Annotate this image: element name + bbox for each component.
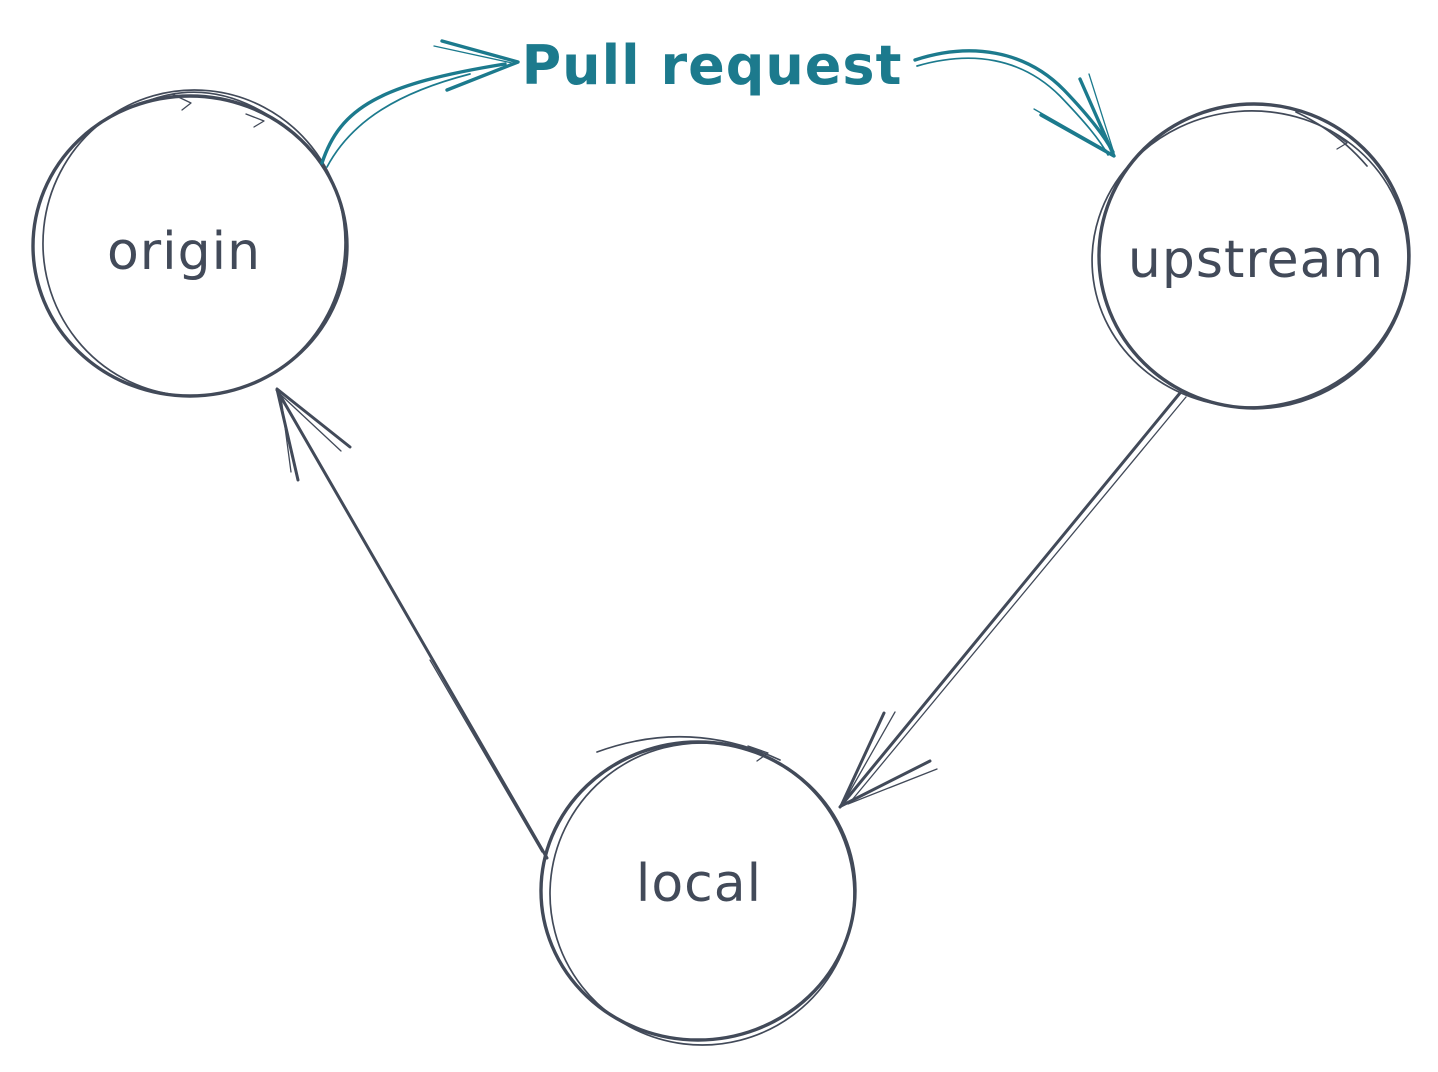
arrowhead-echo (844, 711, 896, 801)
arrow-shaft (320, 62, 507, 165)
arrowhead-echo (1033, 108, 1107, 151)
origin-node-circle (31, 89, 349, 398)
local-node-label: local (635, 854, 763, 914)
pull-request-arrow-in (913, 49, 1116, 158)
arrowhead-echo (280, 396, 292, 473)
arrowhead (1039, 77, 1116, 158)
pull-request-edge-label: Pull request (521, 34, 903, 97)
arrow-shaft (838, 391, 1182, 809)
arrow-shaft-echo (916, 57, 1109, 156)
arrowhead-echo (847, 768, 938, 805)
upstream-to-local-arrow (838, 391, 1187, 809)
arrow-shaft (913, 49, 1115, 154)
arrow-shaft-echo (429, 659, 543, 853)
origin-node-label: origin (106, 222, 262, 282)
arrowhead (440, 39, 520, 92)
arrow-shaft-echo (326, 73, 471, 168)
arrowhead-echo (433, 45, 513, 64)
local-node-circle (539, 735, 857, 1046)
arrowhead-echo (280, 394, 342, 452)
arrow-shaft (275, 388, 549, 860)
arrowhead-echo (1088, 73, 1114, 151)
pull-request-arrow-out (320, 39, 520, 168)
arrow-shaft-echo (851, 396, 1187, 801)
upstream-node-circle (1091, 102, 1411, 410)
upstream-node-label: upstream (1127, 230, 1385, 290)
arrowhead (275, 387, 352, 482)
local-to-origin-arrow (275, 387, 549, 860)
arrowhead (839, 711, 932, 808)
